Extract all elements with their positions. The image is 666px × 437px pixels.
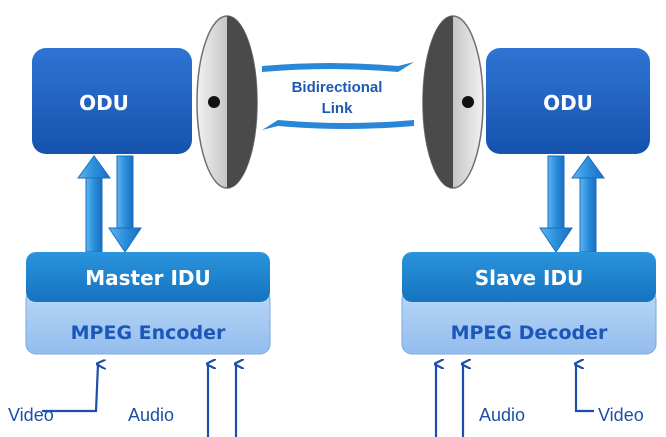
left-odu-label: ODU (79, 91, 129, 115)
link-arrow-top (262, 62, 414, 72)
left-video-label: Video (8, 405, 54, 425)
link-label-line2: Link (322, 100, 353, 117)
left-codec-label: MPEG Encoder (71, 322, 226, 344)
right-dish-icon (422, 15, 484, 189)
right-video-label: Video (598, 405, 644, 425)
right-arrow-down (539, 155, 573, 253)
link-label-line1: Bidirectional (292, 79, 383, 96)
right-idu-label: Slave IDU (475, 266, 584, 290)
bidirectional-link: Bidirectional Link (262, 62, 414, 130)
right-video-signal (576, 364, 594, 413)
left-video-signal (42, 364, 98, 413)
left-arrow-down (108, 155, 142, 253)
right-odu-box (486, 48, 650, 154)
left-dish-icon (196, 15, 258, 189)
right-idu-box (402, 252, 656, 302)
right-station: ODU MPEG Decoder Slave IDU Audio (401, 15, 657, 437)
right-audio-label: Audio (479, 405, 525, 425)
right-arrow-up (571, 155, 605, 253)
left-audio-label: Audio (128, 405, 174, 425)
left-idu-box (26, 252, 270, 302)
link-arrow-bottom (262, 120, 414, 130)
left-idu-label: Master IDU (85, 266, 211, 290)
right-codec-label: MPEG Decoder (451, 322, 608, 344)
left-arrow-up (77, 155, 111, 253)
right-odu-label: ODU (543, 91, 593, 115)
left-odu-box (32, 48, 192, 154)
left-station: ODU MPEG Encoder Master IDU Video (8, 15, 271, 437)
